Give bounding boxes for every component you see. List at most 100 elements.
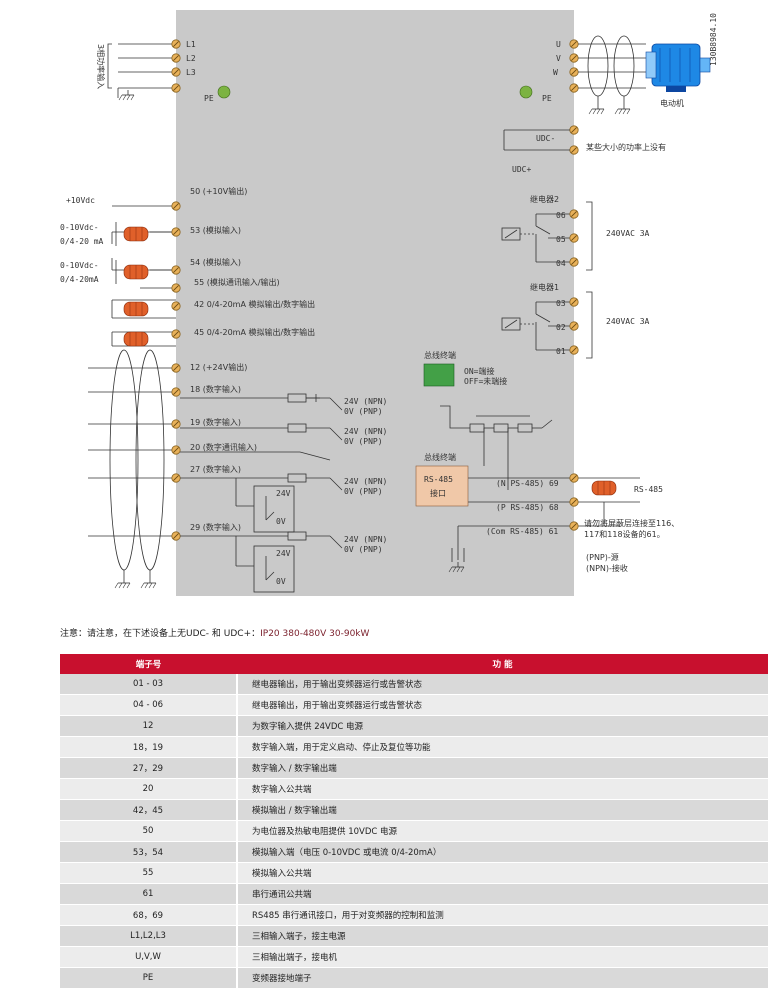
pnp-29: 0V (PNP) bbox=[344, 545, 383, 554]
header-function: 功 能 bbox=[237, 654, 768, 674]
v0-29: 0V bbox=[276, 577, 286, 586]
udc-minus-label: UDC- bbox=[536, 134, 555, 143]
terminal-20-label: 20 (数字通讯输入) bbox=[190, 442, 257, 452]
function-cell: 模拟输入端（电压 0-10VDC 或电流 0/4-20mA） bbox=[237, 841, 768, 863]
bus-term-label-2: 总线终端 bbox=[424, 452, 456, 462]
digital-cable bbox=[88, 349, 176, 578]
pe-right-icon bbox=[519, 85, 533, 99]
rs485-wiring bbox=[440, 405, 640, 562]
terminal-cell: 53，54 bbox=[60, 841, 238, 863]
motor-label: 电动机 bbox=[660, 98, 684, 108]
pnp-19: 0V (PNP) bbox=[344, 437, 383, 446]
function-cell: 继电器输出，用于输出变频器运行或告警状态 bbox=[237, 674, 768, 695]
udc-note: 某些大小的功率上没有 bbox=[586, 142, 666, 152]
terminal-27-label: 27 (数字输入) bbox=[190, 464, 241, 474]
relay1-t03: 03 bbox=[556, 299, 566, 308]
terminal-12-label: 12 (+24V输出) bbox=[190, 362, 247, 372]
analog-output-42-icon bbox=[123, 301, 149, 317]
terminal-l3-label: L3 bbox=[186, 68, 196, 77]
terminal-pe-right-label: PE bbox=[542, 94, 552, 103]
terminal-cell: 12 bbox=[60, 715, 238, 737]
udc-plus-label: UDC+ bbox=[512, 165, 531, 174]
terminal-v-label: V bbox=[556, 54, 561, 63]
npn-29: 24V (NPN) bbox=[344, 535, 387, 544]
on-label: ON=端接 bbox=[464, 366, 494, 376]
off-label: OFF=未端接 bbox=[464, 376, 507, 386]
terminal-54-label: 54 (模拟输入) bbox=[190, 257, 241, 267]
terminal-cell: 55 bbox=[60, 862, 238, 884]
range-d: 0/4-20mA bbox=[60, 275, 99, 284]
v0-27: 0V bbox=[276, 517, 286, 526]
relay1-rating: 240VAC 3A bbox=[606, 317, 650, 326]
bus-term-label-1: 总线终端 bbox=[424, 350, 456, 360]
terminal-cell: 42，45 bbox=[60, 799, 238, 821]
terminal-61-label: (Com RS-485) 61 bbox=[486, 527, 558, 536]
range-a: 0-10Vdc- bbox=[60, 223, 99, 232]
terminal-cell: 27，29 bbox=[60, 757, 238, 779]
terminal-cell: 50 bbox=[60, 820, 238, 842]
terminal-50-label: 50 (+10V输出) bbox=[190, 186, 247, 196]
terminal-l1-label: L1 bbox=[186, 40, 196, 49]
analog-input-54-icon bbox=[123, 264, 149, 280]
npn-18: 24V (NPN) bbox=[344, 397, 387, 406]
rs485-cable-icon bbox=[591, 480, 617, 496]
function-cell: RS485 串行通讯接口，用于对变频器的控制和监测 bbox=[237, 904, 768, 926]
range-b: 0/4-20 mA bbox=[60, 237, 104, 246]
supply-input bbox=[107, 43, 176, 98]
relay1-t01: 01 bbox=[556, 347, 566, 356]
relay2-rating: 240VAC 3A bbox=[606, 229, 650, 238]
v24-27: 24V bbox=[276, 489, 291, 498]
header-terminal: 端子号 bbox=[60, 654, 237, 674]
function-cell: 数字输入 / 数字输出端 bbox=[237, 757, 768, 779]
terminal-53-label: 53 (模拟输入) bbox=[190, 225, 241, 235]
terminal-cell: 68，69 bbox=[60, 904, 238, 926]
motor-icon bbox=[645, 43, 711, 92]
drive-body bbox=[176, 10, 574, 596]
function-cell: 数字输入端，用于定义启动、停止及复位等功能 bbox=[237, 736, 768, 758]
pnp-note-1: (PNP)-源 bbox=[586, 553, 619, 562]
terminal-29-label: 29 (数字输入) bbox=[190, 522, 241, 532]
terminal-cell: U,V,W bbox=[60, 946, 238, 968]
table-header-row: 端子号 功 能 bbox=[60, 654, 768, 674]
relay2-t06: 06 bbox=[556, 211, 566, 220]
relay2-wiring bbox=[501, 201, 593, 271]
rs485-box-line2: 接口 bbox=[430, 488, 446, 498]
terminal-55-label: 55 (模拟通讯输入/输出) bbox=[194, 277, 280, 287]
function-cell: 串行通讯公共端 bbox=[237, 883, 768, 905]
function-cell: 为数字输入提供 24VDC 电源 bbox=[237, 715, 768, 737]
analog-input-53-icon bbox=[123, 226, 149, 242]
terminal-u-label: U bbox=[556, 40, 561, 49]
terminal-cell: PE bbox=[60, 967, 238, 989]
v24-29: 24V bbox=[276, 549, 291, 558]
npn-19: 24V (NPN) bbox=[344, 427, 387, 436]
terminal-42-label: 42 0/4-20mA 模拟输出/数字输出 bbox=[194, 299, 315, 309]
relay2-t05: 05 bbox=[556, 235, 566, 244]
relay2-t04: 04 bbox=[556, 259, 566, 268]
terminal-68-label: (P RS-485) 68 bbox=[496, 503, 559, 512]
digital-wiring bbox=[180, 393, 343, 593]
pnp-27: 0V (PNP) bbox=[344, 487, 383, 496]
terminal-cell: L1,L2,L3 bbox=[60, 925, 238, 947]
wiring-diagram: 3相功率输入 L1 L2 L3 PE U V W PE 电动机 130B8984… bbox=[60, 10, 718, 596]
doc-code: 130B8984.10 bbox=[709, 13, 718, 66]
pe-left-icon bbox=[217, 85, 231, 99]
ground-icon bbox=[118, 89, 135, 101]
terminal-pe-left-label: PE bbox=[204, 94, 214, 103]
note-highlight: IP20 380-480V 30-90kW bbox=[260, 629, 370, 639]
relay1-t02: 02 bbox=[556, 323, 566, 332]
note-prefix: 注意：请注意，在下述设备上无UDC- 和 UDC+： bbox=[60, 629, 261, 639]
